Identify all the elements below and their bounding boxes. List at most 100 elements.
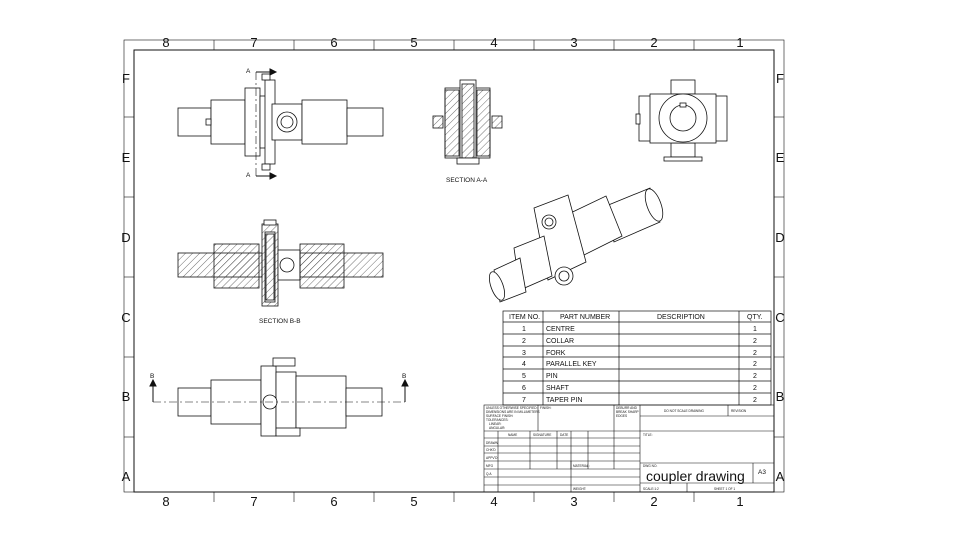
role-appvd: APPV'D [486,456,498,460]
bom-header-qty: QTY. [747,314,762,321]
tolerance-note: UNLESS OTHERWISE SPECIFIED: [486,406,538,410]
bom-header-part: PART NUMBER [560,314,610,321]
column-labels-top: 8 7 6 5 4 3 2 1 [162,35,743,50]
cut-label-b-right: B [402,373,406,380]
col-label: 6 [330,35,337,50]
do-not-scale-note: DO NOT SCALE DRAWING [664,409,704,413]
col-signature: SIGNATURE [533,433,551,437]
col-label: 7 [250,494,257,509]
col-date: DATE [560,433,568,437]
isometric-view [488,187,664,303]
front-view [177,357,383,437]
column-labels-bottom: 8 7 6 5 4 3 2 1 [162,494,743,509]
role-drawn: DRAWN [486,441,499,445]
section-a-a-view [432,79,503,165]
row-label: C [775,310,784,325]
section-a-a-label: SECTION A-A [446,177,488,184]
dwg-no-label: DWG NO. [643,464,657,468]
col-label: 2 [650,35,657,50]
row-label: C [121,310,130,325]
row-label: A [122,469,131,484]
bom-part: TAPER PIN [546,397,582,404]
col-label: 6 [330,494,337,509]
row-label: F [122,71,130,86]
row-label: E [776,150,785,165]
col-label: 5 [410,35,417,50]
revision-label: REVISION [731,409,747,413]
title-block: UNLESS OTHERWISE SPECIFIED: DIMENSIONS A… [483,404,775,493]
row-label: D [121,230,130,245]
row-label: B [776,389,785,404]
deburr-note: BREAK SHARP [616,410,639,414]
col-label: 8 [162,35,169,50]
drawing-title: coupler drawing [646,468,745,484]
bom-item: 6 [522,385,526,392]
bom-part: PIN [546,373,558,380]
bom-item: 1 [522,326,526,333]
col-label: 4 [490,494,497,509]
tolerance-note: DIMENSIONS ARE IN MILLIMETERS [486,410,540,414]
row-label: D [775,230,784,245]
col-label: 4 [490,35,497,50]
title-label: TITLE: [643,433,653,437]
row-labels-right: F E D C B A [775,71,784,484]
deburr-note: DEBURR AND [616,406,638,410]
cut-line-a [255,68,278,180]
role-mfg: MFG [486,464,494,468]
tolerance-note: ANGULAR: [489,426,505,430]
bom-part: FORK [546,350,566,357]
zone-ticks [124,40,784,502]
bom-item: 5 [522,373,526,380]
bom-item: 2 [522,338,526,345]
weight-label: WEIGHT: [573,487,586,491]
bom-header-desc: DESCRIPTION [657,314,705,321]
row-label: E [122,150,131,165]
bom-header-item: ITEM NO. [509,314,540,321]
end-view [635,79,728,162]
bom-item: 3 [522,350,526,357]
bom-qty: 2 [753,385,757,392]
bom-part: CENTRE [546,326,575,333]
sheet-size: A3 [758,469,766,476]
finish-label: FINISH: [540,406,551,410]
cut-label-b-left: B [150,373,154,380]
col-label: 3 [570,494,577,509]
row-label: F [776,71,784,86]
bom-part: SHAFT [546,385,570,392]
sheet-label: SHEET 1 OF 1 [714,487,735,491]
col-label: 2 [650,494,657,509]
row-label: A [776,469,785,484]
col-label: 7 [250,35,257,50]
col-label: 5 [410,494,417,509]
section-b-b-view [177,219,384,307]
section-b-b-label: SECTION B-B [259,318,301,325]
role-qa: Q.A [486,472,492,476]
tolerance-note: SURFACE FINISH: [486,414,513,418]
col-label: 3 [570,35,577,50]
tolerance-note: LINEAR: [489,422,502,426]
bom-qty: 2 [753,361,757,368]
bom-part: PARALLEL KEY [546,361,597,368]
tolerance-note: TOLERANCES: [486,418,509,422]
col-label: 1 [736,35,743,50]
cut-label-a-top: A [246,68,251,75]
deburr-note: EDGES [616,414,627,418]
col-name: NAME [508,433,517,437]
bom-qty: 2 [753,397,757,404]
scale-label: SCALE:1:2 [643,487,659,491]
cut-label-a-bottom: A [246,172,251,179]
bom-qty: 2 [753,338,757,345]
top-view [177,73,384,171]
bom-qty: 2 [753,373,757,380]
bom-table: ITEM NO. PART NUMBER DESCRIPTION QTY. 1 … [502,310,772,406]
material-label: MATERIAL: [573,464,590,468]
row-label: B [122,389,131,404]
bom-qty: 2 [753,350,757,357]
bom-item: 4 [522,361,526,368]
col-label: 1 [736,494,743,509]
cut-line-b [149,378,409,403]
bom-part: COLLAR [546,338,574,345]
bom-item: 7 [522,397,526,404]
role-chkd: CHK'D [486,448,496,452]
